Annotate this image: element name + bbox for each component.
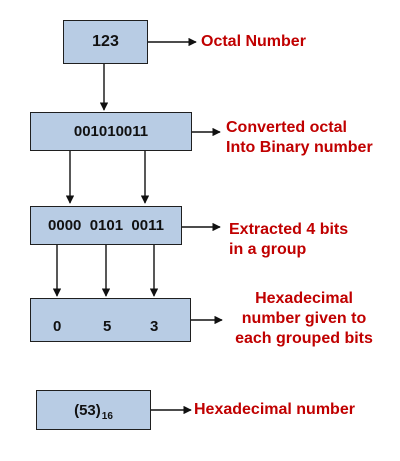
binary-label: Converted octal Into Binary number	[226, 119, 373, 156]
octal-label: Octal Number	[201, 33, 306, 50]
hex-digit-0: 0	[53, 318, 62, 335]
result-box: (53)16	[36, 390, 151, 430]
hex-label: Hexadecimal number given to each grouped…	[235, 290, 373, 347]
hex-digit-3: 3	[150, 318, 159, 335]
binary-box: 001010011	[30, 112, 192, 151]
groups-label: Extracted 4 bits in a group	[229, 221, 349, 258]
hex-digits-box: 0 5 3	[30, 298, 191, 342]
octal-box: 123	[63, 20, 148, 64]
result-subscript: 16	[101, 410, 113, 422]
groups-value: 0000 0101 0011	[48, 217, 164, 234]
groups-box: 0000 0101 0011	[30, 206, 182, 245]
result-value: (53)16	[74, 401, 113, 422]
hex-digit-5: 5	[103, 318, 112, 335]
octal-value: 123	[92, 33, 119, 50]
binary-value: 001010011	[73, 123, 149, 140]
result-label: Hexadecimal number	[194, 401, 355, 418]
